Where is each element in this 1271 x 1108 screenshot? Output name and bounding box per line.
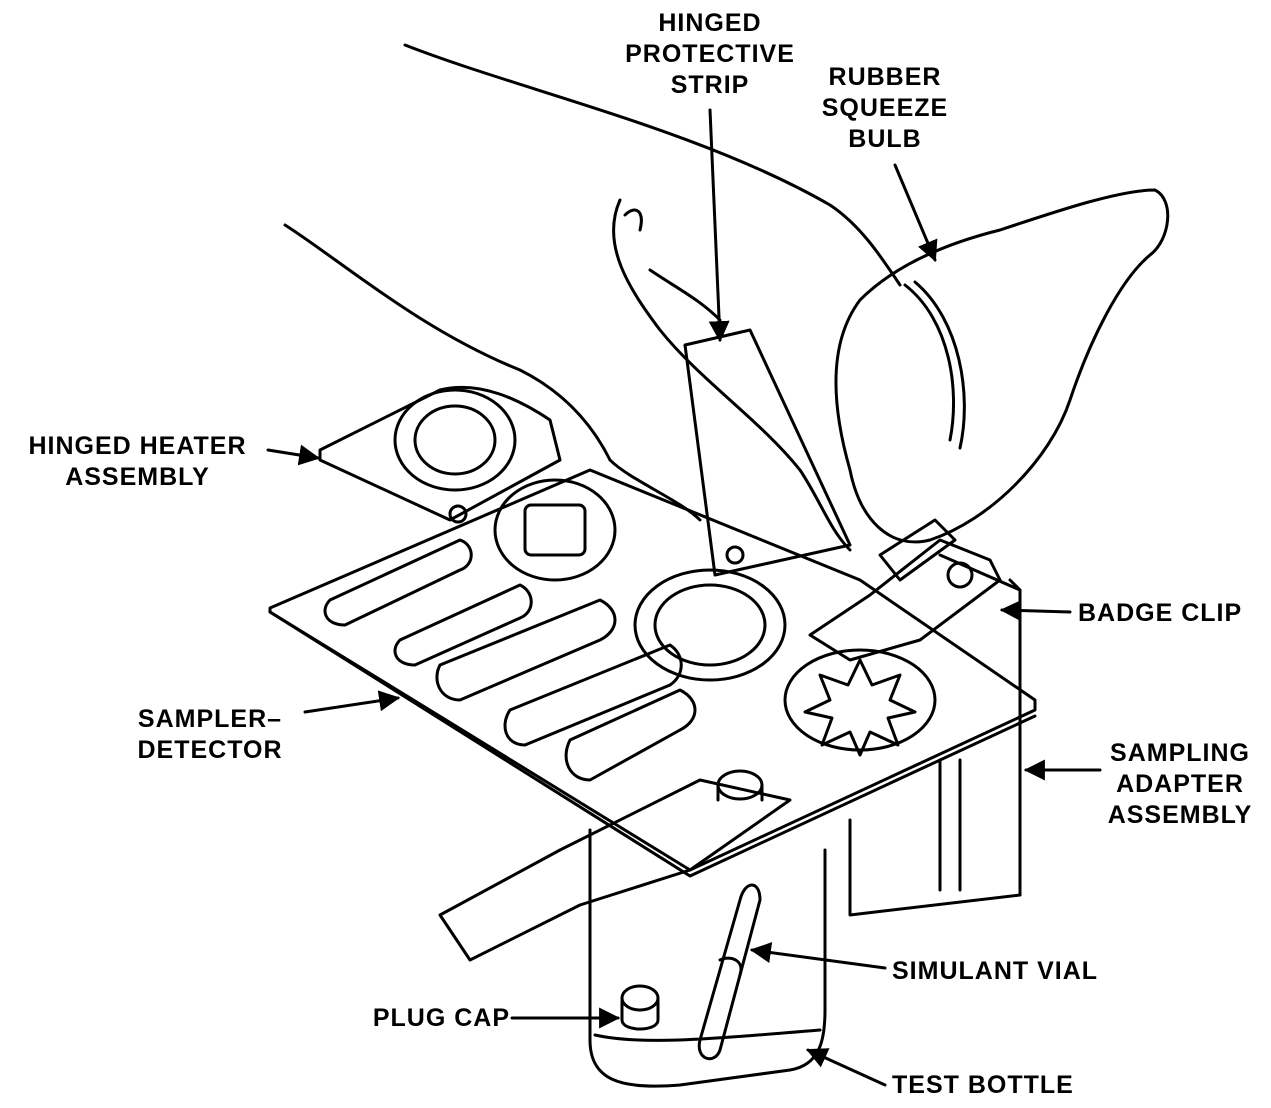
ampoule-5 bbox=[566, 690, 695, 780]
label-plug-cap: PLUG CAP bbox=[345, 1003, 510, 1034]
hand-finger bbox=[285, 225, 610, 460]
squeeze-bulb bbox=[836, 190, 1168, 542]
label-badge-clip: BADGE CLIP bbox=[1078, 598, 1268, 629]
center-window bbox=[495, 480, 615, 580]
label-hinged-heater-assembly: HINGED HEATER ASSEMBLY bbox=[5, 431, 270, 493]
label-sampler-detector: SAMPLER– DETECTOR bbox=[120, 704, 300, 766]
protective-strip bbox=[685, 330, 850, 575]
ampoule-2 bbox=[395, 585, 531, 665]
star-port bbox=[805, 660, 915, 755]
label-sampling-adapter-assembly: SAMPLING ADAPTER ASSEMBLY bbox=[1090, 738, 1270, 831]
plug-tab bbox=[440, 780, 790, 960]
label-test-bottle: TEST BOTTLE bbox=[892, 1070, 1122, 1101]
label-simulant-vial: SIMULANT VIAL bbox=[892, 956, 1152, 987]
plug-cap bbox=[622, 986, 658, 1010]
badge-clip bbox=[810, 540, 1000, 660]
simulant-vial bbox=[699, 885, 760, 1059]
label-rubber-squeeze-bulb: RUBBER SQUEEZE BULB bbox=[780, 62, 990, 155]
